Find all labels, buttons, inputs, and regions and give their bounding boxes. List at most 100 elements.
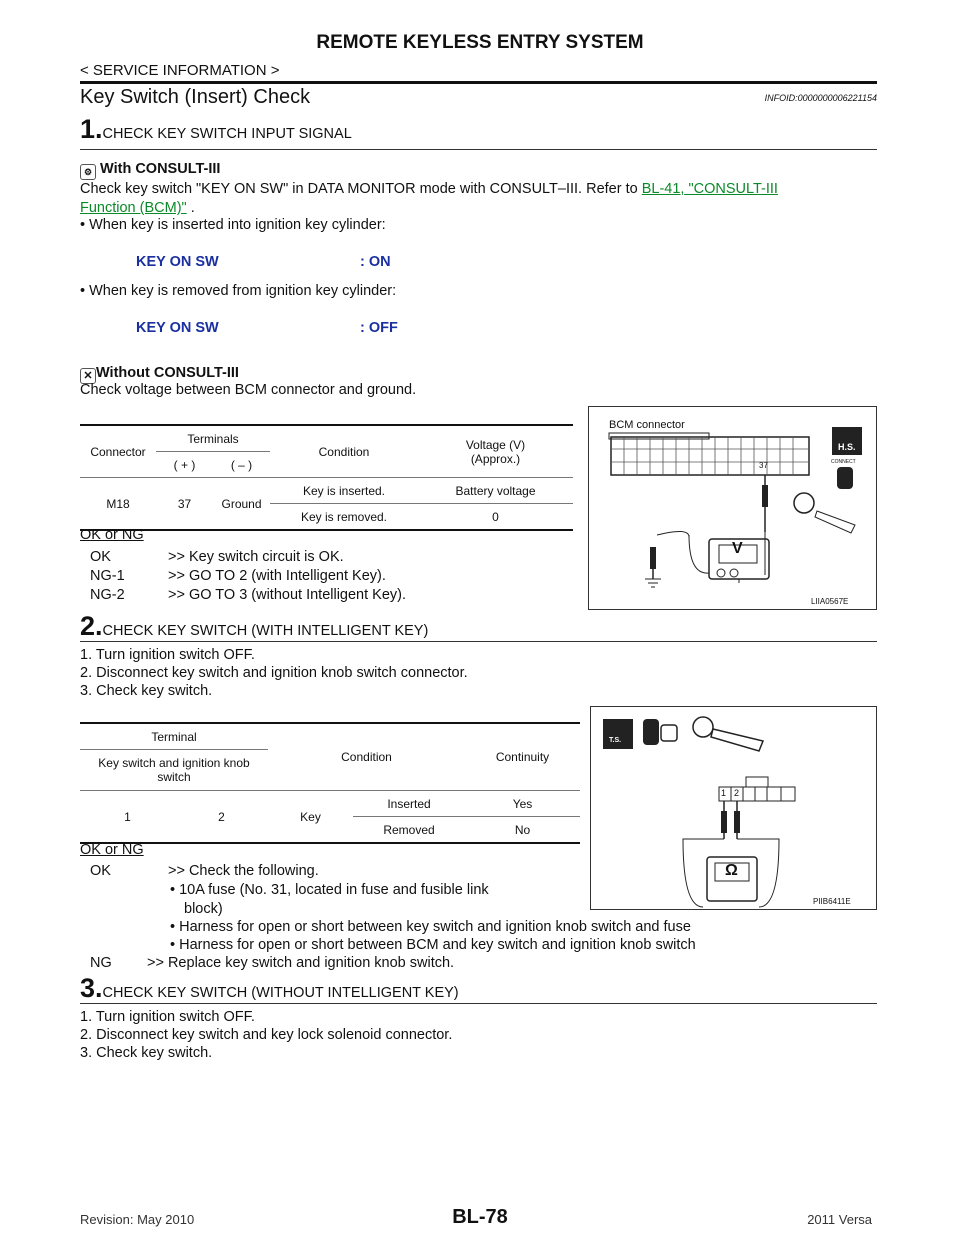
key-switch-figure: T.S. 1 2 Ω PIIB6411E xyxy=(590,706,877,910)
link-trailer: . xyxy=(186,200,195,216)
step2-ng-text: >> Replace key switch and ignition knob … xyxy=(147,955,455,971)
step2-ok-code: OK xyxy=(90,863,111,879)
th-key-switch-line2: switch xyxy=(157,770,191,784)
cell-cond2: Key is removed. xyxy=(270,503,418,531)
step2-check-harness-fuse: • Harness for open or short between key … xyxy=(170,919,691,935)
step3-title: CHECK KEY SWITCH (WITHOUT INTELLIGENT KE… xyxy=(102,985,459,1001)
step2-number: 2. xyxy=(80,611,103,641)
spec2-label: KEY ON SW xyxy=(136,320,219,336)
step3-number: 3. xyxy=(80,973,103,1003)
step1-heading: 1.CHECK KEY SWITCH INPUT SIGNAL xyxy=(80,114,352,145)
consult-reference-link[interactable]: BL-41, "CONSULT-III xyxy=(641,181,778,197)
step3-heading: 3.CHECK KEY SWITCH (WITHOUT INTELLIGENT … xyxy=(80,973,459,1004)
bcm-wiring-diagram xyxy=(608,427,862,588)
pin-2-label: 2 xyxy=(734,788,740,798)
ts-label: T.S. xyxy=(609,737,622,744)
bcm-connector-figure: BCM connector 37 V H.S. CONNECT LIIA0567… xyxy=(588,406,877,610)
step1-title: CHECK KEY SWITCH INPUT SIGNAL xyxy=(102,126,352,142)
result-ng1-code: NG-1 xyxy=(90,568,125,584)
step2-ng-code: NG xyxy=(90,955,112,971)
cell-inserted: Inserted xyxy=(353,790,465,817)
pin-37-label: 37 xyxy=(759,461,768,470)
cell-removed: Removed xyxy=(353,816,465,844)
step3-item-2: 2. Disconnect key switch and key lock so… xyxy=(80,1027,453,1043)
step2-check-fuse-cont: block) xyxy=(184,901,223,917)
cell-val2: 0 xyxy=(418,503,573,531)
th-key-switch: Key switch and ignition knob switch xyxy=(80,749,268,791)
info-id: INFOID:0000000006221154 xyxy=(764,93,877,103)
th-minus: ( – ) xyxy=(213,451,270,478)
th-condition: Condition xyxy=(270,424,418,478)
step1-ok-ng: OK or NG xyxy=(80,527,144,543)
breadcrumb: < SERVICE INFORMATION > xyxy=(80,62,280,79)
step3-item-3: 3. Check key switch. xyxy=(80,1045,213,1061)
th-voltage: Voltage (V) (Approx.) xyxy=(418,424,573,478)
th-voltage-line1: Voltage (V) xyxy=(465,437,526,452)
with-consult-label: With CONSULT-III xyxy=(100,161,221,177)
figure1-id: LIIA0567E xyxy=(811,597,849,606)
step2-item-2: 2. Disconnect key switch and ignition kn… xyxy=(80,665,468,681)
step2-heading: 2.CHECK KEY SWITCH (WITH INTELLIGENT KEY… xyxy=(80,611,428,642)
step1-result-ng2: NG-2 >> GO TO 3 (without Intelligent Key)… xyxy=(90,586,406,605)
th-continuity: Continuity xyxy=(465,722,580,791)
with-consult-heading: ⚙ With CONSULT-III xyxy=(80,160,220,180)
step2-title: CHECK KEY SWITCH (WITH INTELLIGENT KEY) xyxy=(102,623,429,639)
figure2-id: PIIB6411E xyxy=(813,897,851,906)
th-voltage-line2: (Approx.) xyxy=(470,451,521,466)
th-connector: Connector xyxy=(80,424,156,478)
step2-item-3: 3. Check key switch. xyxy=(80,683,213,699)
footer-revision: Revision: May 2010 xyxy=(80,1212,195,1227)
key-switch-wiring-diagram xyxy=(603,716,796,908)
cell-terminal-plus: 37 xyxy=(156,477,213,531)
consult-icon: ⚙ xyxy=(80,164,96,180)
cell-connector: M18 xyxy=(80,477,156,531)
hs-label: H.S. xyxy=(838,442,856,452)
no-consult-icon: ✕ xyxy=(80,368,96,384)
spec1-value: : ON xyxy=(360,254,391,270)
cell-val1: Battery voltage xyxy=(418,477,573,504)
result-ng1-text: >> GO TO 2 (with Intelligent Key). xyxy=(168,568,386,584)
th-terminals: Terminals xyxy=(156,424,270,452)
spec1-label: KEY ON SW xyxy=(136,254,219,270)
step3-item-1: 1. Turn ignition switch OFF. xyxy=(80,1009,255,1025)
ohmmeter-label: Ω xyxy=(725,862,738,879)
result-ok-code: OK xyxy=(90,549,111,565)
result-ok-text: >> Key switch circuit is OK. xyxy=(168,549,344,565)
consult-link-line2: Function (BCM)" . xyxy=(80,199,195,218)
cell-t2: 2 xyxy=(175,790,268,844)
step2-divider xyxy=(80,641,877,642)
voltmeter-label: V xyxy=(732,540,743,557)
section-title: Key Switch (Insert) Check xyxy=(80,86,311,108)
th-plus: ( + ) xyxy=(156,451,213,478)
cell-cond1: Key is inserted. xyxy=(270,477,418,504)
bullet-key-inserted: • When key is inserted into ignition key… xyxy=(80,217,386,233)
result-ng2-text: >> GO TO 3 (without Intelligent Key). xyxy=(168,587,407,603)
step1-result-ok: OK >> Key switch circuit is OK. xyxy=(90,548,344,567)
cell-no: No xyxy=(465,816,580,844)
voltage-table: Connector Terminals Condition Voltage (V… xyxy=(80,424,573,531)
step2-result-ng: NG >> Replace key switch and ignition kno… xyxy=(90,954,454,973)
step2-ok-ng: OK or NG xyxy=(80,842,144,858)
consult-reference-link-cont[interactable]: Function (BCM)" xyxy=(80,200,187,216)
bcm-connector-label: BCM connector xyxy=(609,419,685,431)
check-text: Check key switch "KEY ON SW" in DATA MON… xyxy=(80,181,638,197)
step1-number: 1. xyxy=(80,114,103,144)
cell-key: Key xyxy=(268,790,353,844)
th-key-switch-line1: Key switch and ignition knob xyxy=(98,756,250,770)
step2-check-fuse: • 10A fuse (No. 31, located in fuse and … xyxy=(170,882,489,898)
pin-1-label: 1 xyxy=(721,788,727,798)
cell-t1: 1 xyxy=(80,790,175,844)
step1-divider xyxy=(80,149,877,150)
step2-ok-text: >> Check the following. xyxy=(168,863,319,879)
th-terminal: Terminal xyxy=(80,722,268,750)
page-title: REMOTE KEYLESS ENTRY SYSTEM xyxy=(316,32,644,53)
spec2-value: : OFF xyxy=(360,320,398,336)
step1-result-ng1: NG-1 >> GO TO 2 (with Intelligent Key). xyxy=(90,567,386,586)
step2-item-1: 1. Turn ignition switch OFF. xyxy=(80,647,255,663)
without-consult-heading: ✕Without CONSULT-III xyxy=(80,364,239,384)
result-ng2-code: NG-2 xyxy=(90,587,125,603)
voltage-check-text: Check voltage between BCM connector and … xyxy=(80,382,417,398)
without-consult-label: Without CONSULT-III xyxy=(96,365,239,381)
footer-model: 2011 Versa xyxy=(807,1212,872,1227)
cell-terminal-minus: Ground xyxy=(213,477,270,531)
